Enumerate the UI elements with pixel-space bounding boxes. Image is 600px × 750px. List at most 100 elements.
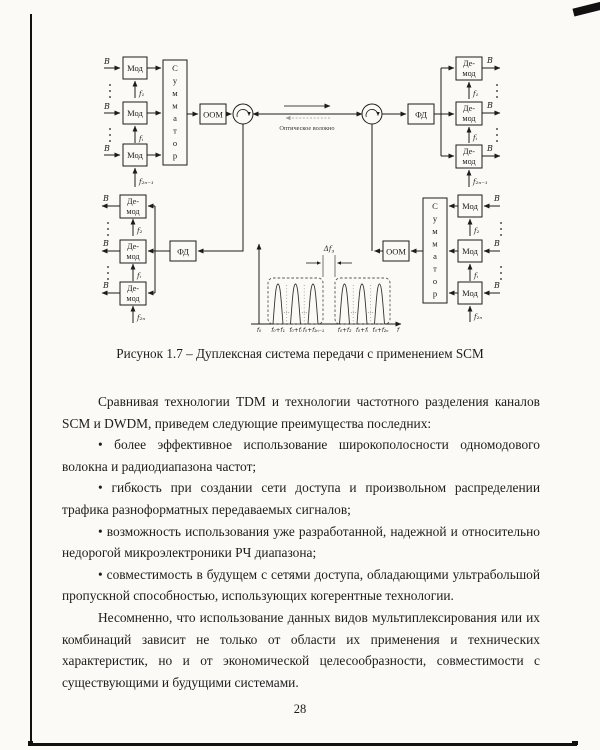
scan-artifact-corner (28, 741, 33, 746)
mod-box (457, 239, 483, 263)
ellipsis: … (284, 308, 290, 315)
bit-label: B (486, 144, 493, 153)
fd-distribution-lines (434, 65, 455, 159)
mod-to-summator-arrows (448, 203, 458, 296)
demod-label: мод (462, 69, 475, 78)
circulator-left-symbol (232, 103, 254, 125)
paragraph-intro: Сравнивая технологии TDM и технологии ча… (62, 394, 540, 431)
figure-caption: Рисунок 1.7 – Дуплексная система передач… (116, 346, 484, 361)
bit-label: B (486, 101, 493, 110)
page-number: 28 (293, 702, 307, 716)
guard-band-label: Δfз (323, 245, 335, 255)
bit-label: B (493, 281, 500, 290)
circulator-to-fd-line (197, 124, 244, 254)
bullet-item: • более эффективное использование широко… (62, 437, 540, 474)
bit-label: B (103, 144, 110, 153)
tick-label: f₀+fᵢ (356, 328, 368, 334)
oom-label: ООМ (386, 247, 406, 257)
mod-label: Мод (462, 201, 478, 211)
scan-artifact-corner (572, 741, 578, 745)
fd-label: ФД (415, 110, 427, 120)
tick-label: f₀+f₂ₙ (373, 328, 390, 334)
bit-label: B (102, 239, 109, 248)
ellipsis: … (350, 308, 356, 315)
paragraph-conclusion: Несомненно, что использование данных вид… (62, 609, 540, 690)
demod-label: Де- (127, 197, 139, 206)
freq-label: f₂ₙ₋₁ (472, 178, 488, 186)
demod-label: Де- (463, 104, 475, 113)
bit-output-arrows (482, 65, 501, 159)
fiber-link: Оптическое волокно (232, 103, 383, 132)
freq-label: f₁ (138, 90, 145, 98)
demod-label: мод (126, 252, 139, 261)
fiber-label: Оптическое волокно (279, 125, 334, 132)
station-a-receiver: ФД Де- мод Де- мод Де- мод B B B (101, 124, 244, 323)
x-axis-label: f (397, 328, 400, 334)
freq-label: f₂ₙ (136, 314, 145, 322)
freq-label: f₂ (473, 227, 480, 235)
freq-label: fᵢ (136, 272, 142, 280)
bit-label: B (493, 194, 500, 203)
tick-label: f₀ (257, 328, 262, 334)
fd-label: ФД (177, 247, 189, 257)
freq-label: f₂ (136, 227, 143, 235)
bit-input-arrows (483, 203, 500, 296)
bit-label: B (103, 102, 110, 111)
guard-band-marker: Δfз (306, 245, 352, 277)
mod-label: Мод (462, 246, 478, 256)
tick-label: f₀+f₂ₙ₋₁ (303, 328, 325, 334)
demod-label: мод (462, 114, 475, 123)
demod-label: Де- (463, 59, 475, 68)
channel-group-box (334, 277, 391, 325)
bit-label: B (103, 57, 110, 66)
demod-label: Де- (127, 284, 139, 293)
ellipsis: … (301, 308, 307, 315)
channel-group-box (267, 277, 324, 325)
demod-label: мод (462, 157, 475, 166)
freq-label: fᵢ (138, 135, 144, 143)
demod-label: мод (126, 207, 139, 216)
fd-distribution-lines (147, 203, 170, 296)
spectrum-plot: … … … … Δfз f₀ f₀+f₁ f₀+fᵢ f₀+f₂ₙ₋₁ f₀+f… (251, 243, 402, 334)
mod-box (457, 281, 483, 305)
circulator-arrow-icon (365, 109, 380, 118)
ellipsis-dots (107, 222, 109, 280)
freq-label: f₁ (472, 90, 479, 98)
bit-label: B (102, 281, 109, 290)
body-text: Сравнивая технологии TDM и технологии ча… (62, 391, 540, 693)
bullet-item: • гибкость при создании сети доступа и п… (62, 480, 540, 517)
summator-box (162, 59, 188, 166)
freq-label: fᵢ (472, 134, 478, 142)
circulator-arrow-icon (236, 109, 251, 118)
scan-artifact-left-edge (30, 14, 32, 744)
mod-box (457, 194, 483, 218)
bit-label: B (486, 56, 493, 65)
mod-label: Мод (127, 150, 143, 160)
x-axis-tick-labels: f₀ f₀+f₁ f₀+fᵢ f₀+f₂ₙ₋₁ f₀+f₂ f₀+fᵢ f₀+f… (257, 328, 400, 334)
oom-box (382, 240, 410, 262)
freq-label: f₂ₙ₋₁ (138, 178, 154, 186)
freq-label: fᵢ (473, 272, 479, 280)
summator-box (422, 197, 448, 304)
bit-label: B (102, 194, 109, 203)
freq-label: f₂ₙ (473, 313, 482, 321)
bullet-item: • совместимость в будущем с сетями досту… (62, 566, 540, 604)
tick-label: f₀+f₁ (271, 328, 285, 334)
station-b-receiver: ФД Де- мод Де- мод Де- мод B B B (382, 56, 501, 187)
demod-label: Де- (463, 147, 475, 156)
tick-label: f₀+fᵢ (289, 328, 301, 334)
bit-output-arrows (101, 203, 120, 296)
bit-input-arrows (104, 65, 121, 158)
bullet-item: • возможность использования уже разработ… (62, 523, 540, 561)
circulator-right-symbol (361, 103, 383, 125)
scan-artifact-bottom-edge (29, 743, 577, 746)
ellipsis-dots (109, 84, 111, 142)
mod-label: Мод (127, 108, 143, 118)
demod-label: Де- (127, 242, 139, 251)
demod-label: мод (126, 294, 139, 303)
